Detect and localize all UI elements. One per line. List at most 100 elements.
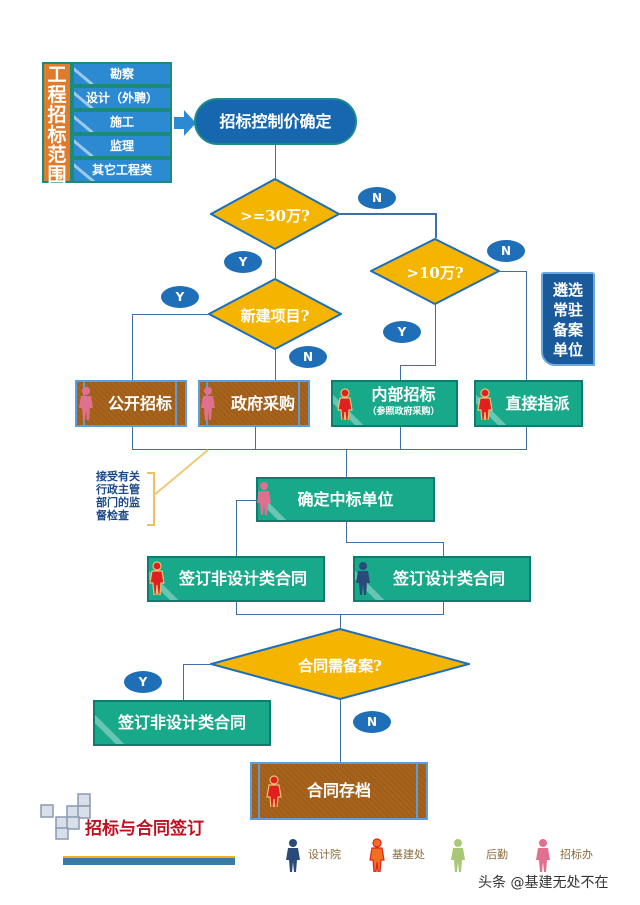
yes-badge: Y — [161, 286, 199, 308]
decision-label: >10万? — [406, 264, 464, 282]
scope-item: 勘察 — [72, 62, 172, 86]
scope-char: 围 — [47, 164, 67, 186]
connector — [340, 614, 341, 628]
person-icon-tender-office — [201, 387, 215, 420]
legend-icon-logistics — [451, 839, 465, 872]
connector — [435, 213, 437, 238]
connector — [346, 522, 347, 542]
node-label: 确定中标单位 — [297, 490, 394, 509]
scope-item: 监理 — [72, 134, 172, 158]
scope-item: 施工 — [72, 110, 172, 134]
supervision-note: 接受有关行政主管部门的监督检查 — [96, 470, 140, 522]
decision-label: >=30万? — [240, 207, 310, 225]
connector — [443, 542, 444, 556]
banner-resident-units: 遴选常驻备案单位 — [541, 272, 595, 366]
node-label: 公开招标 — [107, 394, 172, 413]
node-label: 签订非设计类合同 — [117, 713, 246, 732]
decision-new-project: 新建项目? — [208, 278, 342, 350]
decision-amount-30w: >=30万? — [210, 178, 340, 250]
node-internal-tender: 内部招标 （参照政府采购） — [331, 380, 458, 427]
scope-title: 工 程 招 标 范 围 — [42, 62, 72, 186]
scope-item: 设计（外聘） — [72, 86, 172, 110]
connector — [340, 700, 341, 762]
no-badge: N — [289, 346, 327, 368]
connector — [132, 427, 133, 449]
person-icon-tender-office — [257, 482, 271, 515]
connector — [400, 365, 436, 366]
connector — [132, 314, 208, 315]
no-badge: N — [353, 711, 391, 733]
connector — [500, 271, 527, 272]
connector — [275, 350, 276, 380]
person-icon-tender-office — [79, 387, 93, 420]
connector — [400, 427, 401, 449]
node-direct-assign: 直接指派 — [474, 380, 583, 427]
connector — [255, 427, 256, 449]
decision-filing-needed: 合同需备案? — [210, 628, 470, 700]
yes-badge: Y — [383, 321, 421, 343]
legend-label: 后勤 — [486, 848, 508, 861]
node-label: 内部招标 — [371, 385, 436, 404]
connector — [400, 365, 401, 380]
connector — [132, 449, 527, 450]
node-sign-nondesign-2: 签订非设计类合同 — [93, 700, 271, 746]
yes-badge: Y — [224, 251, 262, 273]
scope-char: 标 — [47, 124, 67, 146]
node-label: 签订设计类合同 — [392, 569, 505, 588]
node-sign-design: 签订设计类合同 — [353, 556, 531, 602]
connector — [275, 250, 276, 278]
start-node: 招标控制价确定 — [194, 98, 357, 145]
legend-icon-tender-office — [536, 839, 550, 872]
node-gov-procurement: 政府采购 — [198, 380, 310, 427]
logo-squares — [40, 793, 91, 840]
arrow-right-icon — [174, 110, 196, 136]
connector — [443, 602, 444, 614]
node-sign-nondesign: 签订非设计类合同 — [147, 556, 325, 602]
connector — [236, 602, 237, 614]
footer-title: 招标与合同签订 — [85, 819, 204, 839]
scope-char: 程 — [47, 84, 67, 106]
yes-badge: Y — [124, 671, 162, 693]
node-label: 政府采购 — [230, 394, 295, 413]
connector — [183, 664, 184, 700]
decision-amount-10w: >10万? — [370, 238, 500, 305]
legend-label: 设计院 — [308, 848, 341, 861]
legend-label: 招标办 — [560, 848, 593, 861]
no-badge: N — [358, 187, 396, 209]
no-badge: N — [487, 240, 525, 262]
connector — [236, 500, 256, 501]
legend-icon-construction — [369, 838, 385, 872]
node-label: 直接指派 — [505, 394, 570, 413]
footer-bar — [63, 856, 235, 865]
scope-char: 工 — [47, 64, 67, 86]
connector — [132, 314, 133, 380]
person-icon-construction — [337, 388, 353, 420]
scope-char: 招 — [47, 104, 67, 126]
decision-label: 合同需备案? — [298, 657, 382, 675]
connector — [526, 427, 527, 449]
connector — [346, 449, 347, 477]
watermark: 头条 @基建无处不在 — [478, 875, 609, 891]
scope-item: 其它工程类 — [72, 158, 172, 183]
note-pointer — [152, 449, 209, 497]
note-bracket — [147, 472, 155, 526]
node-open-tender: 公开招标 — [75, 380, 187, 427]
connector — [275, 145, 276, 178]
node-sublabel: （参照政府采购） — [367, 407, 440, 417]
node-label: 签订非设计类合同 — [178, 569, 307, 588]
legend-label: 基建处 — [392, 848, 425, 861]
connector — [526, 271, 527, 380]
node-label: 合同存档 — [306, 781, 371, 800]
person-icon-construction — [149, 561, 165, 595]
person-icon-construction — [266, 775, 282, 807]
legend-icon-design-institute — [286, 839, 300, 872]
connector — [346, 542, 443, 543]
connector — [340, 213, 436, 215]
decision-label: 新建项目? — [240, 307, 310, 325]
connector — [435, 305, 436, 365]
connector — [183, 664, 210, 665]
connector — [236, 500, 237, 556]
node-confirm-winner: 确定中标单位 — [256, 477, 435, 522]
scope-char: 范 — [47, 144, 67, 166]
